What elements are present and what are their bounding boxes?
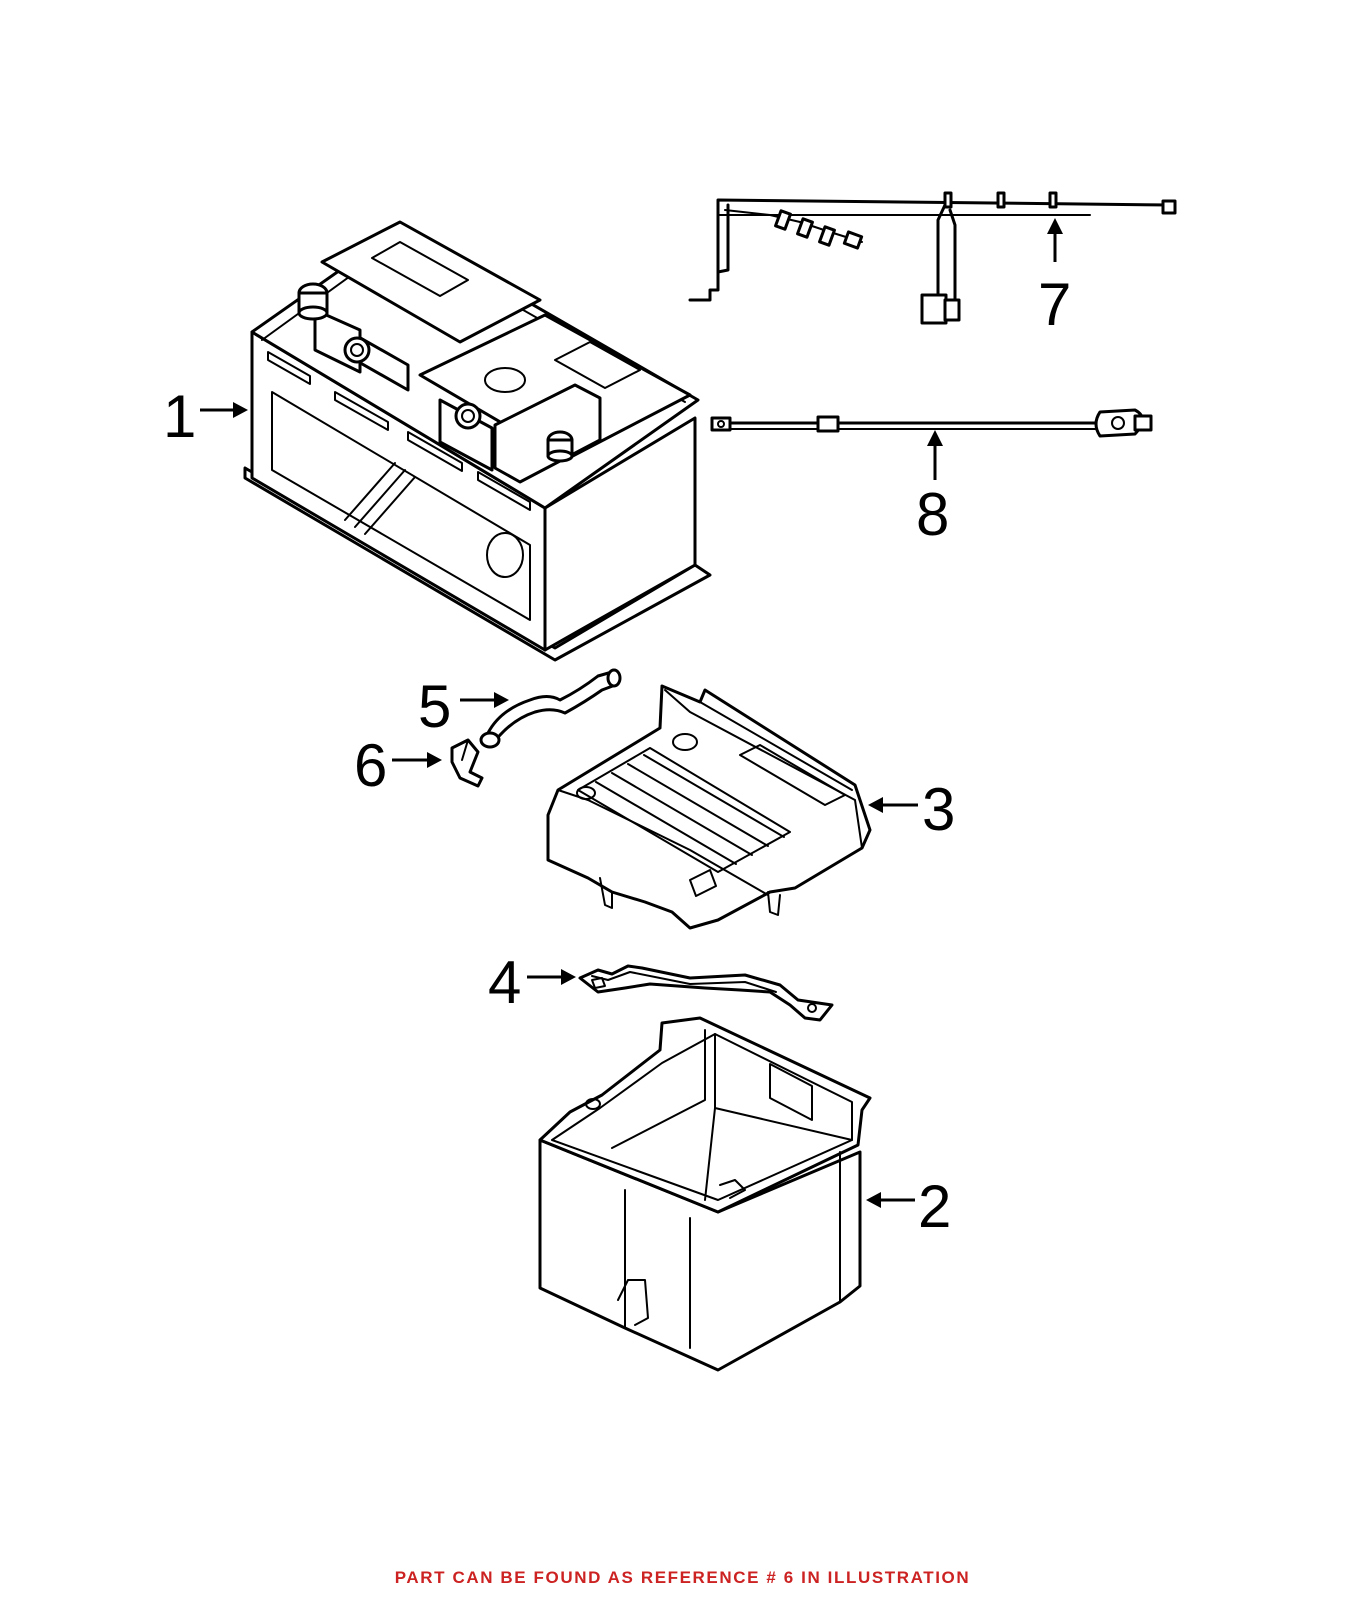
battery-tray-illustration: [538, 1016, 872, 1372]
callout-3: 3: [868, 776, 955, 843]
hold-down-bracket-illustration: [578, 964, 834, 1022]
footer-reference-note: PART CAN BE FOUND AS REFERENCE # 6 IN IL…: [394, 1568, 971, 1587]
callout-8: 8: [916, 430, 949, 548]
callout-number-2: 2: [918, 1173, 951, 1240]
callout-5: 5: [418, 673, 509, 740]
vent-elbow-illustration: [450, 738, 484, 788]
vent-hose-illustration: [479, 668, 622, 749]
callout-number-5: 5: [418, 673, 451, 740]
callout-number-1: 1: [163, 383, 196, 450]
callout-2: 2: [866, 1173, 951, 1240]
arrow-left-icon: [866, 1192, 881, 1208]
callout-4: 4: [488, 949, 576, 1016]
arrow-up-icon: [927, 430, 943, 446]
arrow-right-icon: [233, 402, 248, 418]
battery-cover-illustration: [546, 684, 872, 930]
callout-number-3: 3: [922, 776, 955, 843]
wiring-harness-illustration: [688, 191, 1177, 325]
callout-1: 1: [163, 383, 248, 450]
callout-number-4: 4: [488, 949, 521, 1016]
callout-number-7: 7: [1038, 271, 1071, 338]
battery-cable-illustration: [710, 408, 1153, 438]
arrow-right-icon: [427, 752, 442, 768]
callout-number-6: 6: [354, 732, 387, 799]
callout-6: 6: [354, 732, 442, 799]
arrow-left-icon: [868, 797, 883, 813]
callout-number-8: 8: [916, 481, 949, 548]
arrow-up-icon: [1047, 218, 1063, 234]
callout-7: 7: [1038, 218, 1071, 338]
arrow-right-icon: [561, 969, 576, 985]
arrow-right-icon: [494, 692, 509, 708]
battery-illustration: [243, 220, 712, 662]
